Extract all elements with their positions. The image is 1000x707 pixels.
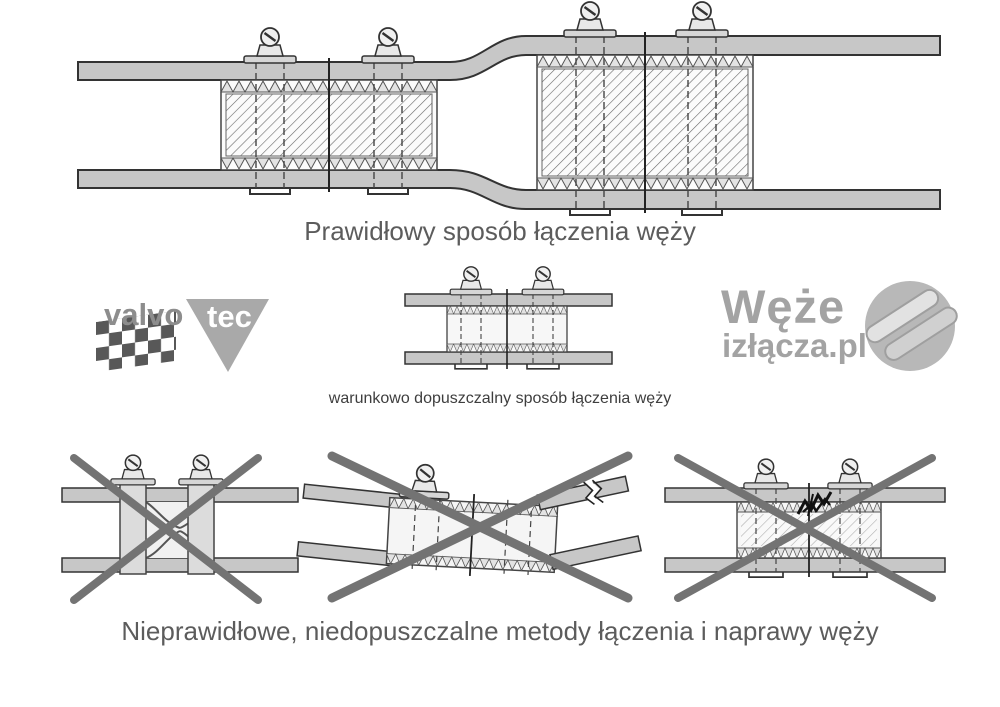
weze-logo-line2: izłącza.pl [722, 327, 867, 364]
valvotec-triangle [186, 299, 269, 372]
hose-clamp [562, 0, 618, 39]
hose-top-wall [404, 293, 613, 307]
clamp-position-dashes [460, 294, 554, 364]
hose-connector-left [220, 26, 438, 195]
hose-bottom-wall [404, 351, 613, 365]
hose-connector [446, 265, 568, 370]
valvotec-logo-text: valvo [104, 297, 184, 332]
hose-bottom-wall [664, 557, 946, 573]
hose-clamp [742, 458, 790, 490]
hose-top-wall [77, 35, 941, 81]
caption-correct-method: Prawidłowy sposób łączenia węży [304, 216, 696, 246]
clamp-band-bottom [832, 571, 868, 578]
hose-crack [583, 479, 604, 506]
valvotec-logo [96, 299, 269, 372]
hose-clamp [360, 26, 416, 65]
conditional-connection-diagram [404, 265, 613, 370]
weze-logo-line1: Węże [721, 280, 846, 333]
checkered-flag [96, 310, 176, 372]
caption-conditional-method: warunkowo dopuszczalny sposób łączenia w… [328, 390, 672, 407]
cross-out-mark [674, 454, 936, 602]
hose-clamp [177, 454, 225, 486]
hose-clamp [674, 0, 730, 39]
incorrect-method-damaged [664, 454, 946, 602]
hose-bottom-wall [77, 169, 941, 210]
cross-out-mark [70, 454, 262, 604]
hose-top-wall [61, 487, 299, 503]
damage-mark [796, 491, 833, 517]
clamp-position-dashes [575, 36, 717, 209]
hose-clamp [521, 265, 565, 296]
hose-clamp [242, 26, 298, 65]
clamp-band-bottom [748, 571, 784, 578]
incorrect-method-angled [296, 451, 643, 603]
hose-bottom-wall [61, 557, 299, 573]
clamp-position-dashes [255, 62, 403, 188]
hose-clamp [826, 458, 874, 490]
weze-logo-emblem [865, 281, 958, 371]
correct-connection-diagram [77, 0, 941, 216]
incorrect-method-no-fitting [61, 454, 299, 604]
hose-connector-right [536, 0, 754, 216]
cross-out-mark [327, 451, 633, 603]
hose-clamp [109, 454, 157, 486]
caption-incorrect-methods: Nieprawidłowe, niedopuszczalne metody łą… [121, 616, 879, 646]
hose-clamp [449, 265, 493, 296]
valvotec-logo-text-tec: tec [207, 299, 252, 334]
